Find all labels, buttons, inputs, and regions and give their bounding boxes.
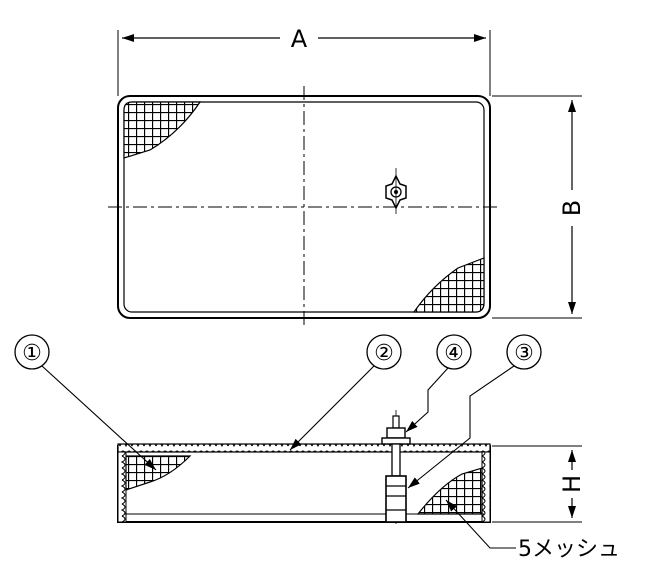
dimension-b: B xyxy=(492,95,586,319)
callout-1: ① xyxy=(14,334,157,471)
mesh-cutaway-side-right xyxy=(416,467,483,515)
right-rolled-edge xyxy=(481,451,491,523)
callout-3: ③ xyxy=(407,334,542,489)
mesh-note: 5メッシュ xyxy=(445,499,620,562)
callout-2: ② xyxy=(289,334,402,451)
left-rolled-edge xyxy=(117,451,127,523)
callout-2-number: ② xyxy=(374,341,394,366)
side-view: H xyxy=(117,410,586,524)
dimension-a: A xyxy=(117,25,491,96)
top-rim xyxy=(117,443,491,453)
callout-4: ④ xyxy=(405,334,472,433)
mesh-note-label: 5メッシュ xyxy=(518,537,620,562)
mesh-cutaway-bottom-right xyxy=(412,257,485,313)
dimension-h-label: H xyxy=(558,475,586,493)
mesh-cutaway-top-left xyxy=(123,101,202,159)
callout-3-number: ③ xyxy=(514,341,534,366)
mesh-cutaway-side-left xyxy=(125,455,192,491)
callout-4-number: ④ xyxy=(444,341,464,366)
callout-1-number: ① xyxy=(22,341,42,366)
handle-fitting-top xyxy=(385,168,407,214)
dimension-b-label: B xyxy=(558,200,586,216)
plan-view: A B xyxy=(108,25,586,328)
handle-fitting-side xyxy=(381,410,411,524)
dimension-h: H xyxy=(492,445,586,523)
dimension-a-label: A xyxy=(291,25,308,53)
